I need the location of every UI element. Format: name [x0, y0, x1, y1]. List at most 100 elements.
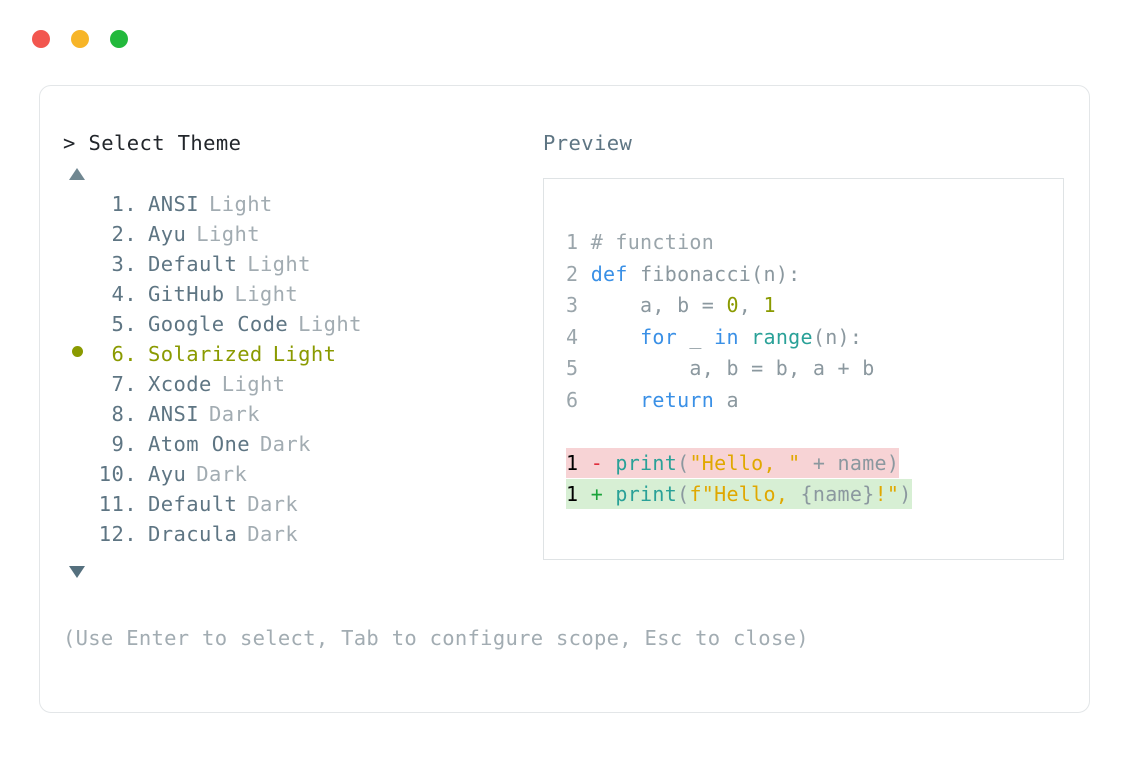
- code-line-number: 1: [566, 230, 579, 254]
- theme-item-variant: Light: [221, 372, 286, 396]
- theme-item-name: Ayu: [148, 222, 187, 246]
- preview-label: Preview: [543, 131, 633, 155]
- code-token: return: [640, 387, 715, 412]
- code-line-number: 5: [566, 356, 579, 380]
- theme-item-number: 7.: [111, 372, 137, 396]
- code-token: (: [677, 482, 690, 506]
- theme-item-number: 3.: [111, 252, 137, 276]
- code-token: _: [677, 324, 715, 349]
- code-line: 6 return a: [566, 385, 1063, 417]
- code-line-number: 3: [566, 293, 579, 317]
- theme-item-number: 4.: [111, 282, 137, 306]
- theme-item-variant: Dark: [247, 522, 299, 546]
- code-line: 4 for _ in range(n):: [566, 322, 1063, 354]
- code-token: f"Hello,: [689, 482, 801, 506]
- code-token: def: [590, 261, 641, 286]
- close-dot[interactable]: [32, 30, 50, 48]
- code-token: for: [640, 324, 678, 349]
- code-token: "Hello, ": [689, 450, 801, 475]
- theme-item-variant: Light: [234, 282, 299, 306]
- theme-item-number: 1.: [111, 192, 137, 216]
- code-line: 2 def fibonacci(n):: [566, 259, 1063, 291]
- theme-item-variant: Light: [247, 252, 311, 276]
- code-token: # function: [590, 230, 715, 254]
- code-token: print: [615, 450, 678, 475]
- theme-list-item[interactable]: 1. ANSI Light: [63, 192, 533, 222]
- theme-list-item[interactable]: 4. GitHub Light: [63, 282, 533, 312]
- maximize-dot[interactable]: [110, 30, 128, 48]
- code-token: print: [615, 482, 678, 506]
- code-token: [591, 388, 640, 412]
- diff-line-del: 1 - print("Hello, " + name): [566, 447, 1063, 480]
- code-line: 3 a, b = 0, 1: [566, 290, 1063, 322]
- diff-marker: -: [590, 450, 604, 475]
- theme-item-variant: Light: [208, 192, 273, 216]
- theme-item-number: 5.: [111, 312, 137, 336]
- code-token: 0: [726, 293, 739, 317]
- theme-item-name: Default: [148, 252, 238, 276]
- theme-list-item[interactable]: 6. Solarized Light: [63, 342, 533, 372]
- theme-item-name: Solarized: [148, 342, 263, 366]
- diff-line-add: 1 + print(f"Hello, {name}!"): [566, 479, 1063, 511]
- theme-item-name: GitHub: [148, 282, 225, 306]
- code-line-number: 2: [566, 261, 579, 286]
- theme-list-item[interactable]: 7. Xcode Light: [63, 372, 533, 402]
- theme-item-number: 10.: [98, 462, 137, 486]
- theme-item-variant: Light: [196, 222, 260, 246]
- code-token: fibonacci: [640, 261, 752, 286]
- theme-list-item[interactable]: 3. Default Light: [63, 252, 533, 282]
- code-token: (: [677, 450, 690, 475]
- theme-item-variant: Dark: [259, 432, 311, 456]
- code-token: {name}: [800, 482, 875, 506]
- triangle-up-icon[interactable]: [69, 168, 85, 180]
- minimize-dot[interactable]: [71, 30, 89, 48]
- code-token: a, b =: [590, 293, 727, 317]
- theme-item-number: 9.: [111, 432, 137, 456]
- diff-block: 1 - print("Hello, " + name)1 + print(f"H…: [566, 447, 1063, 511]
- theme-list-item[interactable]: 12. Dracula Dark: [63, 522, 533, 552]
- code-token: (n):: [751, 261, 801, 286]
- page-title: > Select Theme: [63, 131, 242, 155]
- code-line: 1 # function: [566, 227, 1063, 259]
- code-token: a, b = b, a + b: [590, 356, 875, 380]
- theme-item-name: ANSI: [148, 192, 199, 216]
- selection-marker-cell: [63, 346, 91, 361]
- code-token: ,: [738, 293, 764, 317]
- triangle-down-icon[interactable]: [69, 566, 85, 578]
- theme-item-name: Default: [148, 492, 238, 516]
- code-token: a: [714, 387, 739, 412]
- theme-list-item[interactable]: 9. Atom One Dark: [63, 432, 533, 462]
- theme-item-number: 6.: [111, 342, 137, 366]
- theme-item-number: 12.: [98, 522, 137, 546]
- selected-bullet-icon: [71, 346, 83, 357]
- theme-item-name: Dracula: [148, 522, 238, 546]
- code-line: 5 a, b = b, a + b: [566, 353, 1063, 385]
- theme-item-variant: Light: [272, 342, 337, 366]
- code-token: + name): [800, 450, 900, 475]
- diff-highlight: 1 - print("Hello, " + name): [566, 447, 900, 478]
- code-token: ): [899, 482, 912, 506]
- theme-item-name: Xcode: [148, 372, 212, 396]
- window-titlebar: [0, 0, 1129, 78]
- theme-item-name: ANSI: [148, 402, 199, 426]
- code-token: in: [714, 324, 739, 349]
- code-token: range: [751, 324, 813, 349]
- theme-item-variant: Dark: [196, 462, 248, 486]
- diff-line-number: 1: [566, 482, 579, 506]
- theme-item-variant: Dark: [247, 492, 299, 516]
- diff-marker: +: [590, 482, 604, 506]
- theme-item-name: Atom One: [148, 432, 250, 456]
- theme-item-number: 8.: [111, 402, 137, 426]
- code-line-number: 4: [566, 324, 579, 349]
